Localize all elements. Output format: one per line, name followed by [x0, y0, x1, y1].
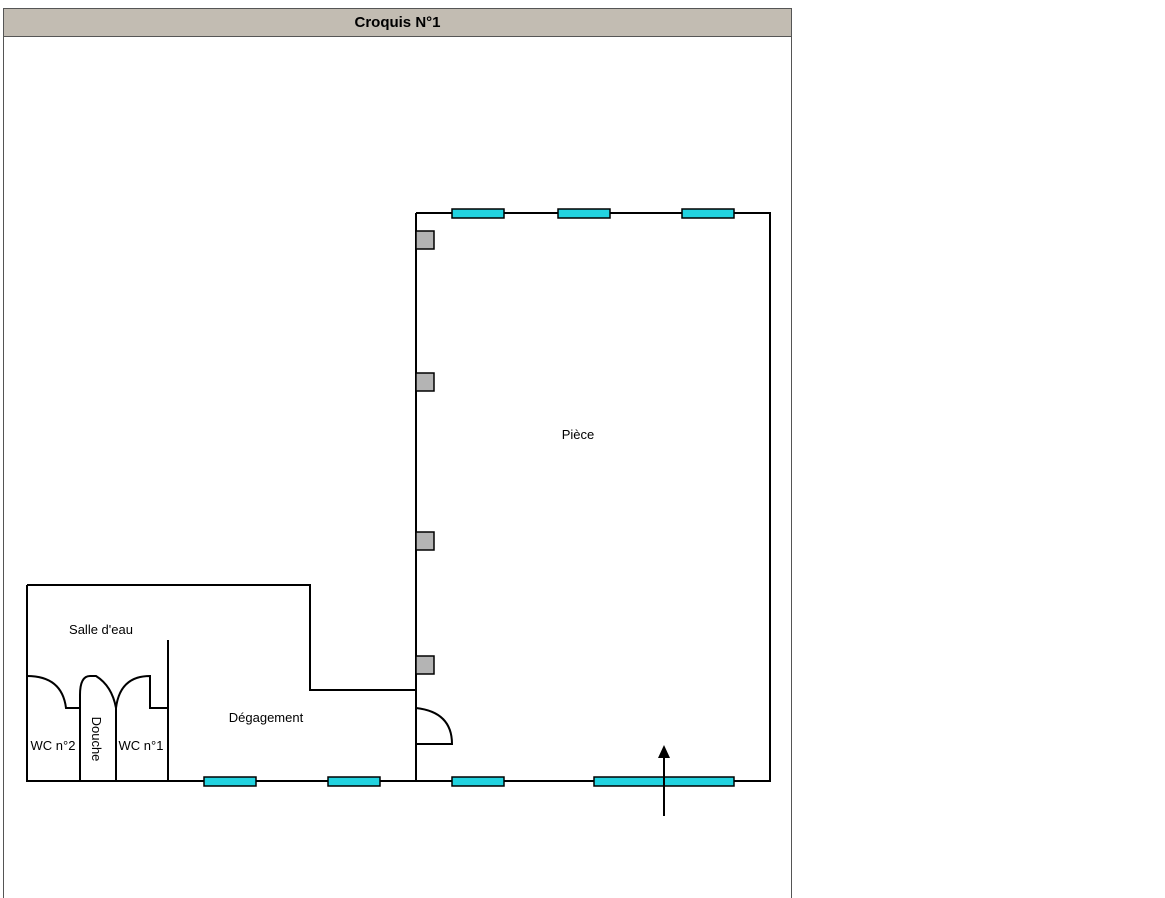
- wc1-door: [115, 674, 168, 709]
- pillar-3: [415, 531, 435, 551]
- room-label-douche: Douche: [89, 717, 104, 762]
- entrance-door-swing: [415, 707, 454, 745]
- pillars: [415, 230, 435, 675]
- pillar-1: [415, 230, 435, 250]
- entrance-arrow-icon: [658, 745, 670, 816]
- room-label-wc1: WC n°1: [119, 738, 164, 753]
- salle-deau-walls: [27, 584, 416, 691]
- window-bottom-3: [451, 776, 505, 787]
- room-label-piece: Pièce: [562, 427, 595, 442]
- sketch-title: Croquis N°1: [354, 14, 441, 31]
- sketch-header: Croquis N°1: [4, 9, 791, 37]
- room-label-salle-deau: Salle d'eau: [69, 622, 133, 637]
- piece-walls: [415, 212, 771, 782]
- douche-door-arc-left: [79, 675, 117, 709]
- window-top-3: [681, 208, 735, 219]
- room-label-wc2: WC n°2: [31, 738, 76, 753]
- window-top-2: [557, 208, 611, 219]
- windows: [203, 208, 735, 787]
- walls: [26, 212, 771, 782]
- window-bottom-2: [327, 776, 381, 787]
- left-wall: [26, 585, 416, 782]
- pillar-4: [415, 655, 435, 675]
- wc2-door: [26, 675, 80, 709]
- room-label-degagement: Dégagement: [229, 710, 304, 725]
- window-top-1: [451, 208, 505, 219]
- window-bottom-1: [203, 776, 257, 787]
- sketch-frame: Croquis N°1: [3, 8, 792, 898]
- pillar-2: [415, 372, 435, 392]
